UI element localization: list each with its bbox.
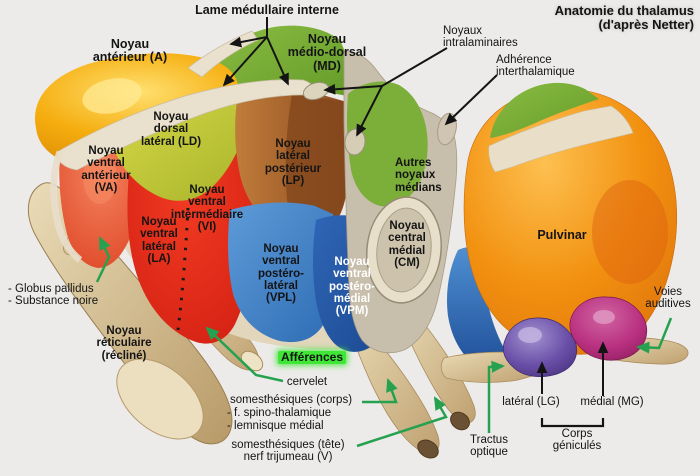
mg-highlight [593,310,615,324]
stalk-somesthetic-body-end [417,439,439,459]
label-afferences: Afférences [277,351,347,364]
la-vi-dashed-boundary [176,207,190,331]
label-lateral-lg: latéral (LG) [502,396,560,408]
pulvinar-cream-band [488,105,634,173]
external-lamina-edge [50,150,83,263]
yellow-highlight [82,78,142,114]
lg-highlight [518,327,542,343]
label-somesthesiques-tete: somesthésiques (tête)nerf trijumeau (V) [231,439,345,464]
region-vpl [228,202,335,343]
region-mg [569,296,648,361]
reticular-shell-opening [116,358,204,440]
green-arrows [95,236,673,448]
corps-genicules-bracket [540,418,605,428]
label-cervelet: cervelet [286,376,328,388]
region-blue-crescent [447,247,517,373]
va-highlight [83,152,117,204]
pulvinar-green-cap [490,82,599,138]
label-pulvinar: Pulvinar [537,228,587,242]
label-lame-medullaire-interne: Lame médullaire interne [195,3,339,17]
region-cm-inner [376,207,432,293]
intralaminar-arrow-1 [323,83,383,95]
tractus-optique-arrow [487,360,506,433]
label-globus-pallidus: - Globus pallidus- Substance noire [8,283,99,308]
black-arrows [222,17,609,428]
label-medial-mg: médial (MG) [580,396,644,408]
lame-medullaire-arrow-2 [222,36,268,87]
somesthesique-tete-arrow [356,396,448,448]
label-spino-thalamique: - f. spino-thalamique [227,407,332,419]
lame-medullaire-arrow-3 [266,36,289,86]
adherence-arrow [444,74,498,126]
label-somesthesiques-corps: somesthésiques (corps) [229,394,353,406]
medial-green-patch [347,81,428,207]
intralaminar-arrow-2 [356,85,383,137]
cervelet-arrow [205,326,284,383]
label-lemnisque-medial: - lemnisque médial [227,420,324,432]
lame-medullaire-arrow-1 [229,36,268,48]
voies-auditives-arrow [635,317,673,354]
diagram-title: Anatomie du thalamus(d'après Netter) [554,3,694,32]
intralaminar-stem [381,47,448,87]
globus-pallidus-arrow [95,236,111,283]
region-lp-dark [285,94,348,231]
left-thalamus-group [27,25,476,459]
pulvinar-dark-blotch [592,180,668,284]
somesthesique-corps-arrow [362,378,398,404]
stalk-trigeminal-end [450,411,470,431]
